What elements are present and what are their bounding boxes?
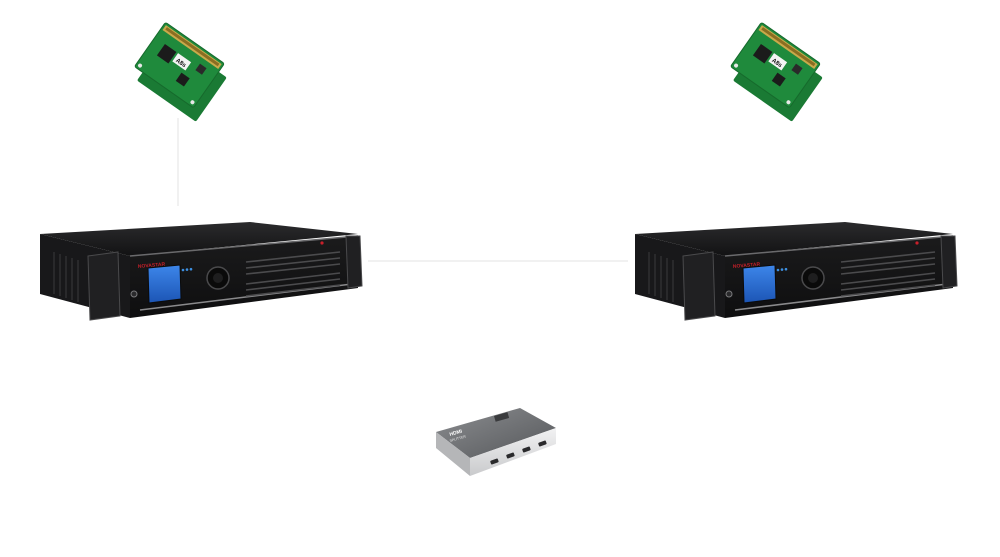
chassis-top-lid [635, 222, 953, 256]
hdmi-port[interactable] [538, 440, 547, 447]
pcb-chip [771, 72, 786, 87]
hdmi-splitter[interactable]: HDMI SPLITTER [436, 408, 556, 476]
status-led [320, 241, 324, 245]
status-led [915, 241, 919, 245]
pcb-chip [752, 43, 773, 64]
pcb-mount-hole [138, 63, 143, 68]
hdmi-ports [490, 440, 547, 465]
splitter-sublabel: SPLITTER [449, 434, 467, 443]
front-vents [245, 251, 341, 297]
power-button[interactable] [130, 290, 138, 298]
pcb-chip [175, 72, 190, 87]
connection-lines [177, 118, 628, 262]
receiving-card-right[interactable]: A8s [725, 22, 829, 121]
pcb-mount-hole [786, 100, 791, 105]
pcb-chip [195, 63, 207, 75]
rack-ear-left [682, 251, 716, 321]
front-panel-highlight [724, 235, 954, 257]
splitter-display-window [494, 412, 510, 422]
pcb-chip [156, 43, 177, 64]
rack-ear-right [940, 235, 958, 289]
side-vent [648, 252, 674, 302]
receiving-card-left[interactable]: A8s [129, 22, 233, 121]
pcb-label-sticker [768, 53, 788, 71]
rack-ear-left [87, 251, 121, 321]
control-knob-center [808, 273, 818, 283]
screen-buttons [776, 267, 788, 272]
hdmi-port[interactable] [506, 452, 515, 459]
lcd-screen [147, 264, 182, 304]
pcb-mount-hole [734, 63, 739, 68]
brand-label: NOVASTAR [733, 262, 761, 270]
card-model-label: A8s [770, 58, 783, 70]
brand-label: NOVASTAR [138, 262, 166, 270]
splitter-top [436, 408, 556, 458]
hdmi-port[interactable] [490, 458, 499, 465]
controller-right[interactable]: NOVASTAR [635, 222, 958, 321]
front-vents [840, 251, 936, 297]
controller-left[interactable]: NOVASTAR [40, 222, 363, 321]
hdmi-port[interactable] [522, 446, 531, 453]
rack-ear-right [345, 235, 363, 289]
chassis-top-lid [40, 222, 358, 256]
side-vent [53, 252, 79, 302]
pcb-connector-pins [761, 27, 816, 67]
pcb-label-sticker [172, 53, 192, 71]
card-model-label: A8s [174, 58, 187, 70]
screen-buttons [181, 267, 193, 272]
splitter-side [436, 432, 470, 476]
front-panel-highlight [129, 235, 359, 257]
control-knob-center [213, 273, 223, 283]
power-button[interactable] [725, 290, 733, 298]
pcb-connector-pins [165, 27, 220, 67]
pcb-mount-hole [190, 100, 195, 105]
lcd-screen [742, 264, 777, 304]
pcb-chip [791, 63, 803, 75]
splitter-label: HDMI [449, 428, 464, 437]
